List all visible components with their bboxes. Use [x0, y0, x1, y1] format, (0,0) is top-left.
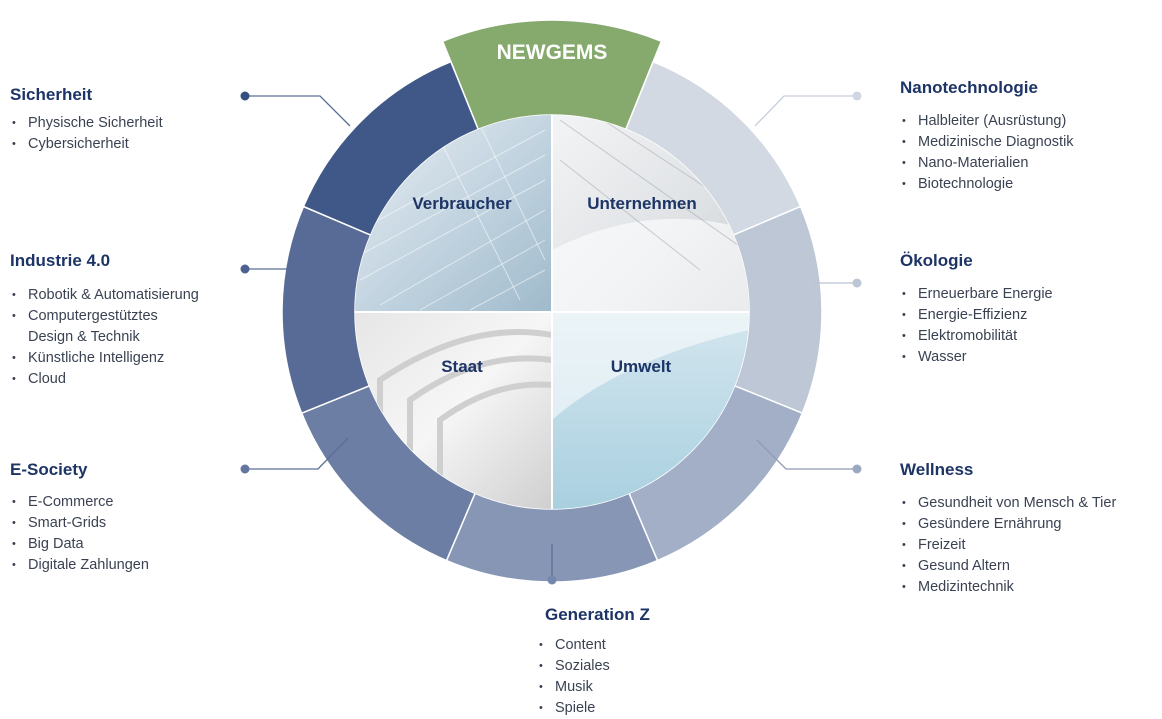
segment-item: Elektromobilität — [900, 326, 1053, 347]
segment-title: Wellness — [900, 460, 974, 479]
segment-item-list: Physische SicherheitCybersicherheit — [10, 113, 163, 155]
segment-nanotechnologie: Nanotechnologie Halbleiter (Ausrüstung)M… — [900, 78, 1074, 195]
segment-item: Energie-Effizienz — [900, 305, 1053, 326]
segment-industrie: Industrie 4.0 Robotik & AutomatisierungC… — [10, 251, 199, 390]
segment-title: Sicherheit — [10, 85, 93, 104]
segment-item: Wasser — [900, 347, 1053, 368]
connector-dots — [240, 91, 862, 585]
building-roof-shape — [552, 218, 749, 312]
segment-title: Industrie 4.0 — [10, 251, 111, 270]
inner-circle — [355, 115, 749, 509]
segment-title: Generation Z — [545, 605, 650, 624]
segment-item: Medizintechnik — [900, 577, 1116, 598]
segment-sicherheit: Sicherheit Physische SicherheitCybersich… — [10, 85, 163, 155]
connector-sicherheit — [245, 95, 351, 127]
segment-item: Gesund Altern — [900, 556, 1116, 577]
connector-wellness — [756, 439, 857, 470]
segment-item-list: Robotik & AutomatisierungComputergestütz… — [10, 285, 199, 390]
segment-title: E-Society — [10, 460, 88, 479]
newgems-title: NEWGEMS — [497, 41, 608, 64]
segment-esociety: E-Society E-CommerceSmart-GridsBig DataD… — [10, 460, 149, 576]
segment-item: Erneuerbare Energie — [900, 284, 1053, 305]
segment-item: Cloud — [10, 369, 199, 390]
segment-item: E-Commerce — [10, 492, 149, 513]
glass-facade-texture — [359, 124, 546, 311]
ring-segment-newgems — [441, 19, 663, 131]
segment-item: Robotik & Automatisierung — [10, 285, 199, 306]
segment-item: Soziales — [537, 656, 650, 677]
segment-item: Freizeit — [900, 535, 1116, 556]
outer-ring — [281, 19, 823, 583]
arches — [377, 329, 553, 509]
segment-item: Computergestütztes Design & Technik — [10, 306, 199, 348]
quadrant-label-unternehmen: Unternehmen — [587, 194, 697, 213]
segment-item-list: ContentSozialesMusikSpiele — [537, 635, 650, 719]
segment-item: Physische Sicherheit — [10, 113, 163, 134]
segment-item: Medizinische Diagnostik — [900, 132, 1074, 153]
building-facade-shape — [552, 312, 749, 420]
segment-title: Ökologie — [900, 251, 973, 270]
segment-generationz: Generation Z ContentSozialesMusikSpiele — [539, 605, 650, 719]
segment-item: Nano-Materialien — [900, 153, 1074, 174]
segment-item: Künstliche Intelligenz — [10, 348, 199, 369]
segment-item: Gesündere Ernährung — [900, 514, 1116, 535]
segment-item-list: Gesundheit von Mensch & TierGesündere Er… — [900, 493, 1116, 598]
connectors — [245, 95, 857, 580]
segment-title: Nanotechnologie — [900, 78, 1038, 97]
segment-item: Gesundheit von Mensch & Tier — [900, 493, 1116, 514]
segment-item: Halbleiter (Ausrüstung) — [900, 111, 1074, 132]
segment-item: Cybersicherheit — [10, 134, 163, 155]
segment-item-list: E-CommerceSmart-GridsBig DataDigitale Za… — [10, 492, 149, 576]
segment-wellness: Wellness Gesundheit von Mensch & TierGes… — [900, 460, 1116, 598]
segment-item: Big Data — [10, 534, 149, 555]
segment-item: Smart-Grids — [10, 513, 149, 534]
segment-item: Spiele — [537, 698, 650, 719]
connector-esociety — [245, 437, 349, 470]
segment-item: Digitale Zahlungen — [10, 555, 149, 576]
quadrant-label-umwelt: Umwelt — [611, 357, 672, 376]
segment-oekologie: Ökologie Erneuerbare EnergieEnergie-Effi… — [900, 251, 1053, 368]
segment-item-list: Erneuerbare EnergieEnergie-EffizienzElek… — [900, 284, 1053, 368]
segment-item: Biotechnologie — [900, 174, 1074, 195]
quadrant-label-staat: Staat — [441, 357, 483, 376]
segment-item-list: Halbleiter (Ausrüstung)Medizinische Diag… — [900, 111, 1074, 195]
connector-nano — [754, 95, 857, 127]
segment-item: Musik — [537, 677, 650, 698]
segment-item: Content — [537, 635, 650, 656]
quadrant-label-verbraucher: Verbraucher — [412, 194, 512, 213]
